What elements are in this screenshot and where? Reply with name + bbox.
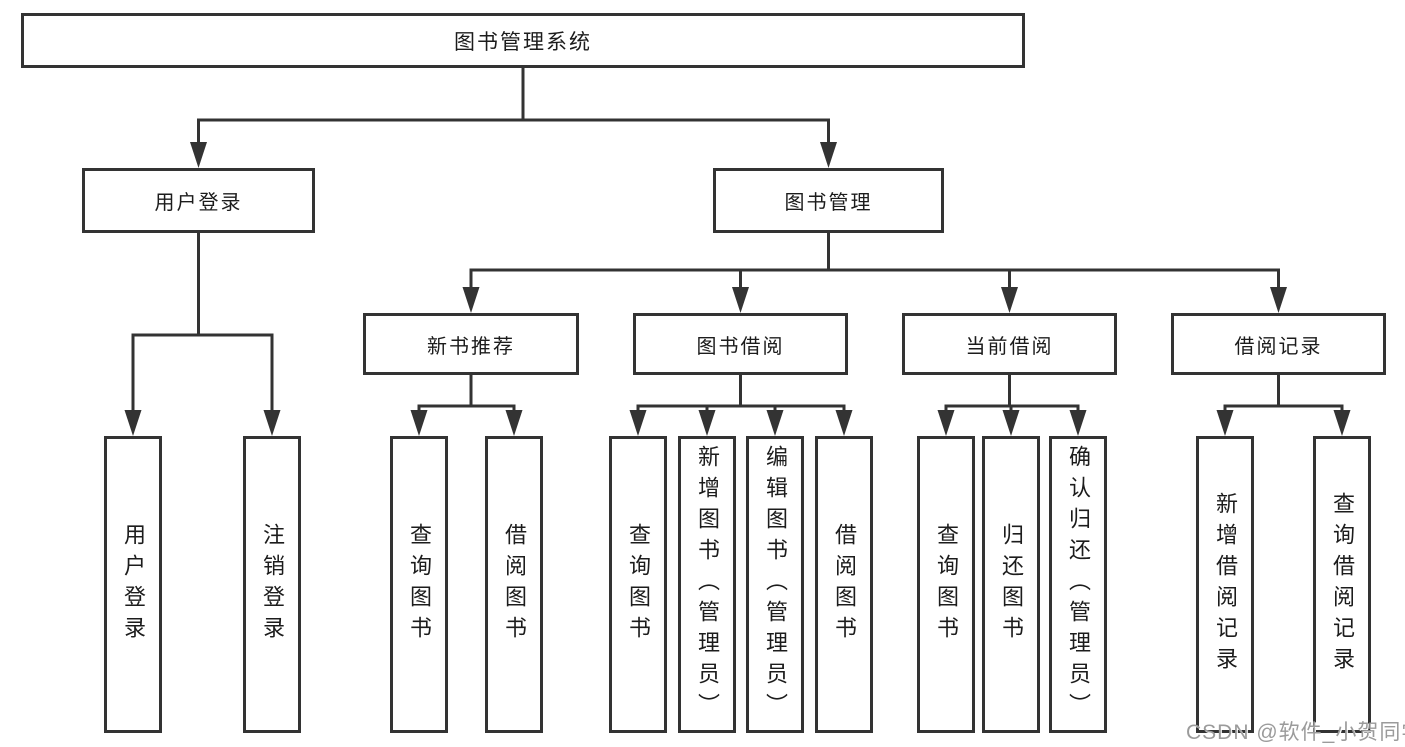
node-book-management: 图书管理 bbox=[713, 168, 944, 233]
leaf-return-book: 归还图书 bbox=[982, 436, 1040, 733]
connector-root-to-branches bbox=[197, 68, 830, 146]
leaf-confirm-return-admin: 确认归还（管理员） bbox=[1049, 436, 1107, 733]
node-label: 图书借阅 bbox=[696, 335, 785, 358]
leaf-label: 借阅图书 bbox=[502, 522, 527, 647]
node-library-management-system: 图书管理系统 bbox=[21, 13, 1025, 68]
arrow-down-icon bbox=[1333, 410, 1351, 436]
arrow-down-icon bbox=[263, 410, 281, 436]
arrow-down-icon bbox=[698, 410, 716, 436]
connector-paths bbox=[131, 68, 1344, 414]
arrow-down-icon bbox=[1216, 410, 1234, 436]
leaf-label: 借阅图书 bbox=[832, 522, 857, 647]
node-label: 图书管理系统 bbox=[454, 30, 592, 54]
leaf-label: 用户登录 bbox=[121, 522, 146, 647]
arrow-down-icon bbox=[462, 287, 480, 313]
arrow-down-icon bbox=[732, 287, 749, 313]
arrowheads bbox=[124, 142, 1351, 436]
node-label: 图书管理 bbox=[784, 192, 873, 214]
arrow-down-icon bbox=[835, 410, 853, 436]
arrow-down-icon bbox=[190, 142, 207, 168]
node-new-book-recommendation: 新书推荐 bbox=[363, 313, 579, 375]
leaf-label: 查询图书 bbox=[934, 522, 959, 647]
leaf-user-login: 用户登录 bbox=[104, 436, 162, 733]
connector-newbook-to-leaves bbox=[417, 375, 516, 414]
arrow-down-icon bbox=[766, 410, 784, 436]
leaf-query-borrow-record: 查询借阅记录 bbox=[1313, 436, 1371, 733]
arrow-down-icon bbox=[937, 410, 955, 436]
leaf-add-book-admin: 新增图书（管理员） bbox=[678, 436, 736, 733]
leaf-label: 编辑图书（管理员） bbox=[763, 445, 788, 724]
connector-bookmgmt-to-modules bbox=[469, 233, 1280, 291]
leaf-label: 查询借阅记录 bbox=[1330, 491, 1355, 678]
node-label: 当前借阅 bbox=[965, 335, 1054, 358]
leaf-label: 注销登录 bbox=[260, 522, 285, 647]
leaf-label: 新增图书（管理员） bbox=[695, 445, 720, 724]
connector-userlogin-to-leaves bbox=[131, 233, 274, 414]
leaf-label: 归还图书 bbox=[999, 522, 1024, 647]
leaf-edit-book-admin: 编辑图书（管理员） bbox=[746, 436, 804, 733]
connector-current-to-leaves bbox=[944, 375, 1080, 414]
arrow-down-icon bbox=[1001, 287, 1018, 313]
node-label: 借阅记录 bbox=[1234, 335, 1323, 358]
leaf-label: 确认归还（管理员） bbox=[1066, 445, 1091, 724]
arrow-down-icon bbox=[505, 410, 523, 436]
leaf-query-books-current: 查询图书 bbox=[917, 436, 975, 733]
node-label: 新书推荐 bbox=[427, 335, 515, 358]
leaf-borrow-books-borrowing: 借阅图书 bbox=[815, 436, 873, 733]
arrow-down-icon bbox=[1270, 287, 1287, 313]
connector-records-to-leaves bbox=[1223, 375, 1344, 414]
leaf-label: 新增借阅记录 bbox=[1213, 491, 1238, 678]
csdn-watermark: CSDN @软件_小贺同学 bbox=[1186, 721, 1405, 744]
arrow-down-icon bbox=[124, 410, 142, 436]
leaf-query-books-borrowing: 查询图书 bbox=[609, 436, 667, 733]
leaf-borrow-books-recommend: 借阅图书 bbox=[485, 436, 543, 733]
node-label: 用户登录 bbox=[154, 192, 243, 214]
node-book-borrowing: 图书借阅 bbox=[633, 313, 848, 375]
leaf-query-books-recommend: 查询图书 bbox=[390, 436, 448, 733]
arrow-down-icon bbox=[629, 410, 647, 436]
arrow-down-icon bbox=[820, 142, 837, 168]
leaf-label: 查询图书 bbox=[626, 522, 651, 647]
leaf-label: 查询图书 bbox=[407, 522, 432, 647]
arrow-down-icon bbox=[1002, 410, 1020, 436]
arrow-down-icon bbox=[1069, 410, 1087, 436]
node-borrowing-records: 借阅记录 bbox=[1171, 313, 1386, 375]
leaf-add-borrow-record: 新增借阅记录 bbox=[1196, 436, 1254, 733]
leaf-logout: 注销登录 bbox=[243, 436, 301, 733]
arrow-down-icon bbox=[410, 410, 428, 436]
connector-borrow-to-leaves bbox=[636, 375, 846, 414]
node-current-borrowing: 当前借阅 bbox=[902, 313, 1117, 375]
node-user-login: 用户登录 bbox=[82, 168, 315, 233]
